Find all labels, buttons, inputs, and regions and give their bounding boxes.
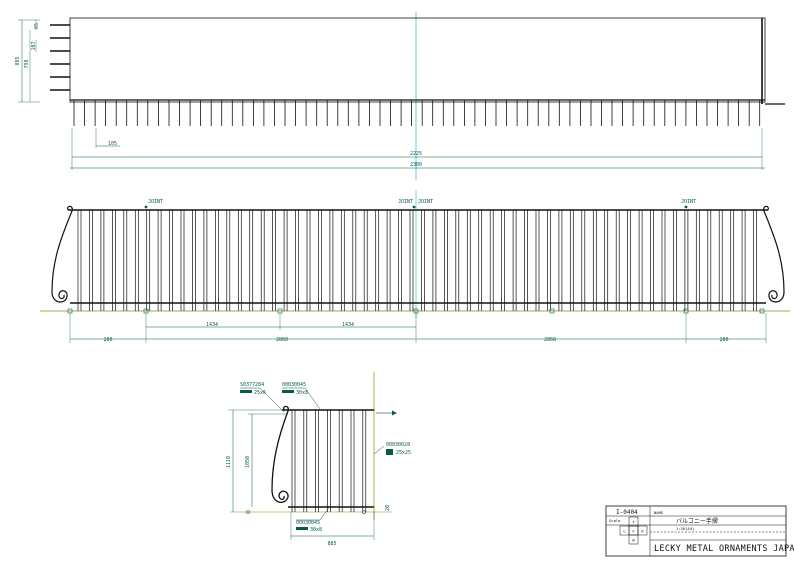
joint-marker [684, 205, 688, 209]
company-name: LECKY METAL ORNAMENTS JAPAN [654, 544, 794, 554]
joint-label: JOINT [148, 199, 163, 205]
plan-side-tabs [50, 24, 70, 91]
leader-line [296, 505, 331, 521]
part-code-rail: 00030045 [282, 382, 306, 388]
drawing-number: I-0404 [616, 509, 638, 516]
dim-base: 20 [385, 505, 391, 511]
view-label-left: L [623, 529, 626, 534]
plan-view: 85 885 798 107 105 2225 2300 [15, 12, 785, 180]
dim-half-a: 1434 [206, 322, 218, 328]
section-pickets [291, 410, 367, 512]
part-size-post: 25x25 [396, 450, 411, 456]
dim-side-total: 885 [15, 56, 21, 65]
dim-end-right: 280 [719, 337, 728, 343]
leader-line [373, 445, 385, 455]
view-label-right: R [641, 529, 644, 534]
elevation-pickets [77, 210, 757, 311]
title-block: I-0404 NAME バルコニー手摺 Scale 1:20(A4) T L F… [605, 505, 794, 557]
part-swatch [296, 527, 308, 530]
dim-half-b: 1434 [342, 322, 354, 328]
part-size-bottom: 30x8 [310, 527, 322, 533]
drawing-title: バルコニー手摺 [676, 517, 718, 525]
side-section-view: S0377284 25x6 00030045 30x8 00030028 25x… [226, 372, 411, 547]
part-swatch [240, 390, 252, 393]
plan-outline [69, 17, 766, 103]
view-label-top: T [632, 520, 635, 525]
dim-side-mid: 798 [24, 59, 30, 68]
section-scroll [271, 405, 289, 503]
name-label: NAME [654, 510, 664, 515]
joint-marker [144, 205, 148, 209]
joint-label: JOINT [681, 199, 696, 205]
arrow-head-icon [392, 410, 397, 416]
scale-label: Scale [609, 518, 621, 523]
dim-overall-span: 2300 [410, 162, 422, 168]
plan-pickets [73, 100, 761, 126]
dim-inner-span: 2225 [410, 151, 422, 157]
left-scroll [51, 205, 73, 303]
view-box-right [637, 525, 648, 536]
leader-line [282, 387, 321, 410]
part-swatch [386, 449, 393, 455]
anchor-foot [246, 510, 250, 514]
anchor-foot [549, 308, 555, 314]
view-label-front: F [632, 529, 635, 534]
part-code-bottom: 00030045 [296, 520, 320, 526]
leader-line [240, 387, 285, 413]
view-box-bottom [628, 534, 639, 545]
dim-bar-height: 1050 [245, 456, 251, 468]
dim-depth: 885 [327, 541, 336, 547]
dim-small-top: 85 [34, 23, 40, 29]
dim-overall-height: 1110 [226, 456, 232, 468]
anchor-foot [362, 510, 366, 514]
dim-end-left: 280 [103, 337, 112, 343]
dim-section-right: 2868 [544, 337, 556, 343]
scale-value: 1:20(A4) [676, 526, 694, 531]
part-swatch [282, 390, 294, 393]
joint-label: JOINT [418, 199, 433, 205]
title-block-frame [605, 505, 787, 557]
view-label-bottom: B [632, 538, 635, 543]
anchor-foot [759, 308, 765, 314]
right-scroll [763, 205, 785, 303]
dim-post-gap: 107 [31, 41, 37, 50]
joint-marker [412, 205, 416, 209]
joint-label: JOINT [398, 199, 413, 205]
part-size-scroll: 25x6 [254, 390, 266, 396]
part-code-scroll: S0377284 [240, 382, 264, 388]
dim-section-left: 2868 [276, 337, 288, 343]
elevation-view: JOINT JOINT JOINT JOINT 1434 1434 280 28… [40, 190, 790, 343]
dim-bar-pitch: 105 [108, 141, 117, 147]
part-size-rail: 30x8 [296, 390, 308, 396]
part-code-post: 00030028 [386, 442, 410, 448]
dimension-ticks [69, 313, 767, 343]
